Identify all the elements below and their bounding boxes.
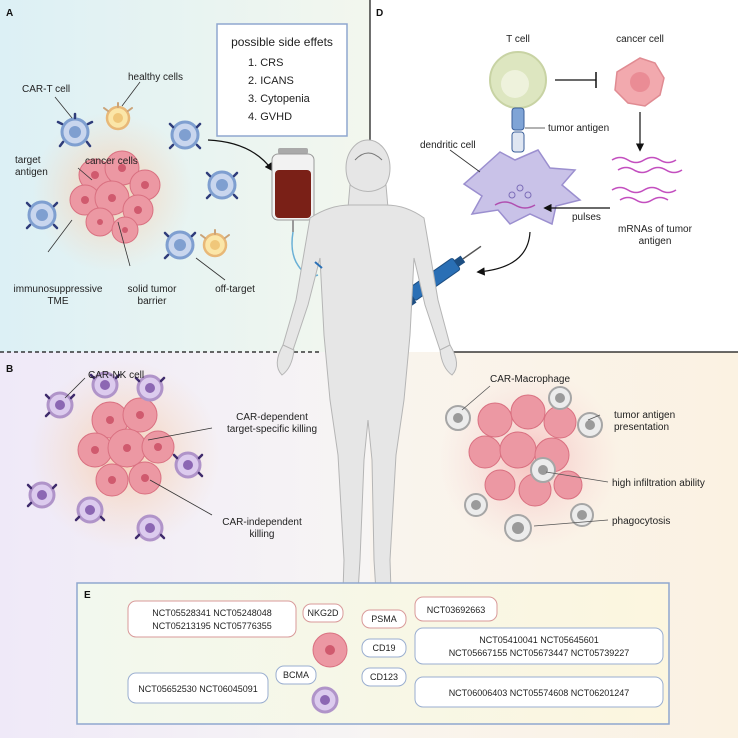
car-dependent-label-1: CAR-dependent: [236, 412, 308, 423]
barrier-label-1: solid tumor: [128, 284, 178, 295]
bcma-label: BCMA: [283, 670, 309, 680]
nkg2d-trials-box: [127, 600, 297, 638]
cancer-cell-nucleus: [630, 72, 650, 92]
presentation-label-2: presentation: [614, 422, 669, 433]
car-nk-label: CAR-NK cell: [88, 370, 144, 381]
side-effect-item: 4. GVHD: [248, 111, 292, 123]
healthy-cell: [105, 105, 228, 258]
nkg2d-box: [302, 603, 344, 623]
cd19-trials-box: [414, 627, 664, 665]
cd123-box: [361, 667, 407, 687]
target-antigen-label-2: antigen: [15, 167, 48, 178]
panel-a-letter: A: [6, 8, 13, 19]
vesicle: [516, 184, 524, 192]
mrna-strands: [611, 156, 683, 204]
car-independent-label-2: killing: [249, 529, 274, 540]
t-cell-nucleus: [501, 70, 529, 98]
pulses-label: pulses: [572, 212, 601, 223]
cd19-box: [361, 638, 407, 658]
nkg2d-label: NKG2D: [307, 608, 339, 618]
presentation-label-1: tumor antigen: [614, 410, 675, 421]
side-effect-item: 2. ICANS: [248, 75, 294, 87]
psma-trials-box: [414, 596, 498, 622]
car-independent-label-1: CAR-independent: [222, 517, 302, 528]
nct-line: NCT05652530 NCT06045091: [138, 684, 258, 694]
car-dependent-label-2: target-specific killing: [227, 424, 317, 435]
internal-mrna: [494, 201, 536, 209]
vesicle: [524, 191, 532, 199]
off-target-label: off-target: [215, 284, 255, 295]
mrna-label-1: mRNAs of tumor: [618, 224, 693, 235]
nct-line: NCT05410041 NCT05645601: [479, 635, 599, 645]
tumor-antigen-label: tumor antigen: [548, 123, 609, 134]
cd123-trials-box: [414, 676, 664, 708]
side-effects-box: [216, 23, 348, 137]
tumor-cell-e-nucleus: [325, 645, 335, 655]
panel-e-letter: E: [84, 590, 91, 601]
tme-label-2: TME: [47, 296, 68, 307]
side-effect-item: 1. CRS: [248, 57, 283, 69]
panel-c: CAR-Macrophage tumor antigen presentatio…: [440, 370, 705, 550]
nct-line: NCT05528341 NCT05248048: [152, 608, 272, 618]
bcma-trials-box: [127, 672, 269, 704]
cancer-cells-label: cancer cells: [85, 156, 138, 167]
car-t-cell-label: CAR-T cell: [22, 84, 70, 95]
cd19-label: CD19: [372, 643, 395, 653]
vaccine-arrow: [476, 231, 531, 276]
tcr-receptor: [511, 107, 525, 131]
t-cell-label: T cell: [506, 34, 530, 45]
panel-e: E NKG2D BCMA PSMA CD19 CD123 NCT05528341…: [76, 582, 670, 725]
panel-d: T cell cancer cell tumor antigen dendrit…: [398, 34, 693, 308]
bcma-box: [275, 665, 317, 685]
panel-b: CAR-NK cell CAR-dependent target-specifi…: [26, 360, 317, 550]
healthy-cells-label: healthy cells: [128, 72, 183, 83]
cd123-label: CD123: [370, 672, 398, 682]
psma-label: PSMA: [371, 614, 397, 624]
nct-line: NCT03692663: [427, 605, 486, 615]
infusion-arrow: [207, 139, 273, 172]
dendritic-cell-label: dendritic cell: [420, 140, 476, 151]
tme-label-1: immunosuppressive: [14, 284, 103, 295]
nct-line: NCT06006403 NCT05574608 NCT06201247: [449, 688, 630, 698]
infiltration-label: high infiltration ability: [612, 478, 705, 489]
side-effect-item: 3. Cytopenia: [248, 93, 311, 105]
tumor-cluster-c: [468, 394, 583, 507]
vesicle: [508, 191, 516, 199]
target-antigen-label-1: target: [15, 155, 41, 166]
car-nk-cell-e-nucleus: [320, 695, 330, 705]
panel-d-letter: D: [376, 8, 383, 19]
side-effects-title: possible side effets: [231, 35, 333, 49]
dendritic-leader: [449, 149, 481, 173]
nct-line: NCT05667155 NCT05673447 NCT05739227: [449, 648, 630, 658]
human-body: [276, 139, 457, 633]
hair: [354, 152, 383, 161]
panel-a: CAR-T cell healthy cells target antigen …: [14, 23, 348, 307]
barrier-label-2: barrier: [138, 296, 168, 307]
psma-box: [361, 609, 407, 629]
car-t-cell: [27, 117, 237, 260]
mrna-label-2: antigen: [639, 236, 672, 247]
mhc-molecule: [511, 131, 525, 153]
panel-b-letter: B: [6, 364, 13, 375]
phagocytosis-label: phagocytosis: [612, 516, 670, 527]
nct-line: NCT05213195 NCT05776355: [152, 621, 272, 631]
iv-catheter: [314, 261, 323, 269]
cancer-cell-label: cancer cell: [616, 34, 664, 45]
car-macrophage-label: CAR-Macrophage: [490, 374, 570, 385]
